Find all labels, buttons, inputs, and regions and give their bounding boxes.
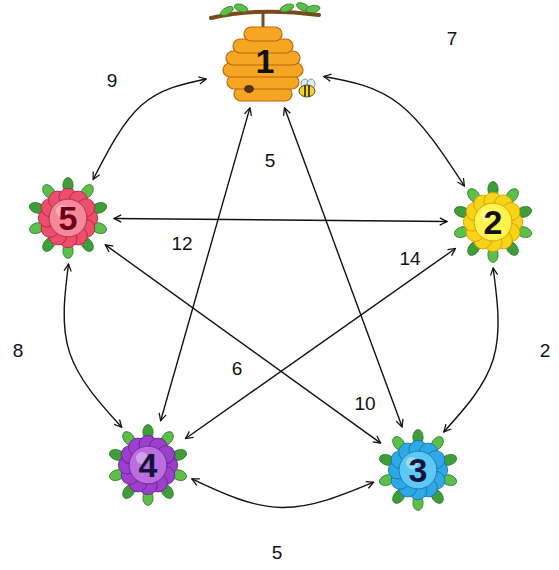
distance-label: 2 <box>537 340 554 361</box>
branch-leaf <box>219 4 235 17</box>
distance-arrow <box>284 108 402 427</box>
node-number: 4 <box>139 448 158 482</box>
flower-node: 4 <box>105 422 191 508</box>
beehive-node: 1 <box>209 5 321 105</box>
flower-node: 2 <box>450 179 536 265</box>
distance-arrow <box>186 248 456 438</box>
branch-leaf <box>279 2 295 13</box>
hive-stem <box>262 13 265 27</box>
branch-leaf <box>305 4 320 13</box>
distance-label: 12 <box>168 233 195 254</box>
bee <box>299 79 315 97</box>
distance-arrow <box>161 108 250 421</box>
distance-arrow <box>64 264 122 427</box>
distance-label: 5 <box>269 542 286 563</box>
flower-node: 5 <box>25 175 111 261</box>
distance-arrow <box>324 76 465 186</box>
distance-arrow <box>444 268 498 432</box>
flower-center <box>474 203 512 241</box>
distance-label: 5 <box>262 150 279 171</box>
flower-center <box>129 446 167 484</box>
branch-leaf <box>233 2 249 13</box>
flower-center <box>399 451 437 489</box>
distance-label: 9 <box>104 70 121 91</box>
flower-center <box>49 199 87 237</box>
distance-arrow <box>114 218 447 221</box>
node-number: 5 <box>59 201 78 235</box>
distance-arrow <box>105 245 380 443</box>
distance-label: 8 <box>10 340 27 361</box>
node-number: 1 <box>256 44 275 78</box>
distance-label: 7 <box>444 28 461 49</box>
hive-entrance <box>244 85 254 93</box>
distance-label: 6 <box>229 358 246 379</box>
hive-layer <box>244 27 282 41</box>
distance-arrow <box>93 79 206 180</box>
node-number: 2 <box>484 205 503 239</box>
distance-label: 10 <box>351 393 378 414</box>
distance-label: 14 <box>396 248 423 269</box>
bee-body <box>299 85 315 97</box>
bee-stripes <box>305 86 309 97</box>
flower-node: 3 <box>375 427 461 513</box>
distance-arrow <box>192 479 374 508</box>
node-number: 3 <box>409 453 428 487</box>
